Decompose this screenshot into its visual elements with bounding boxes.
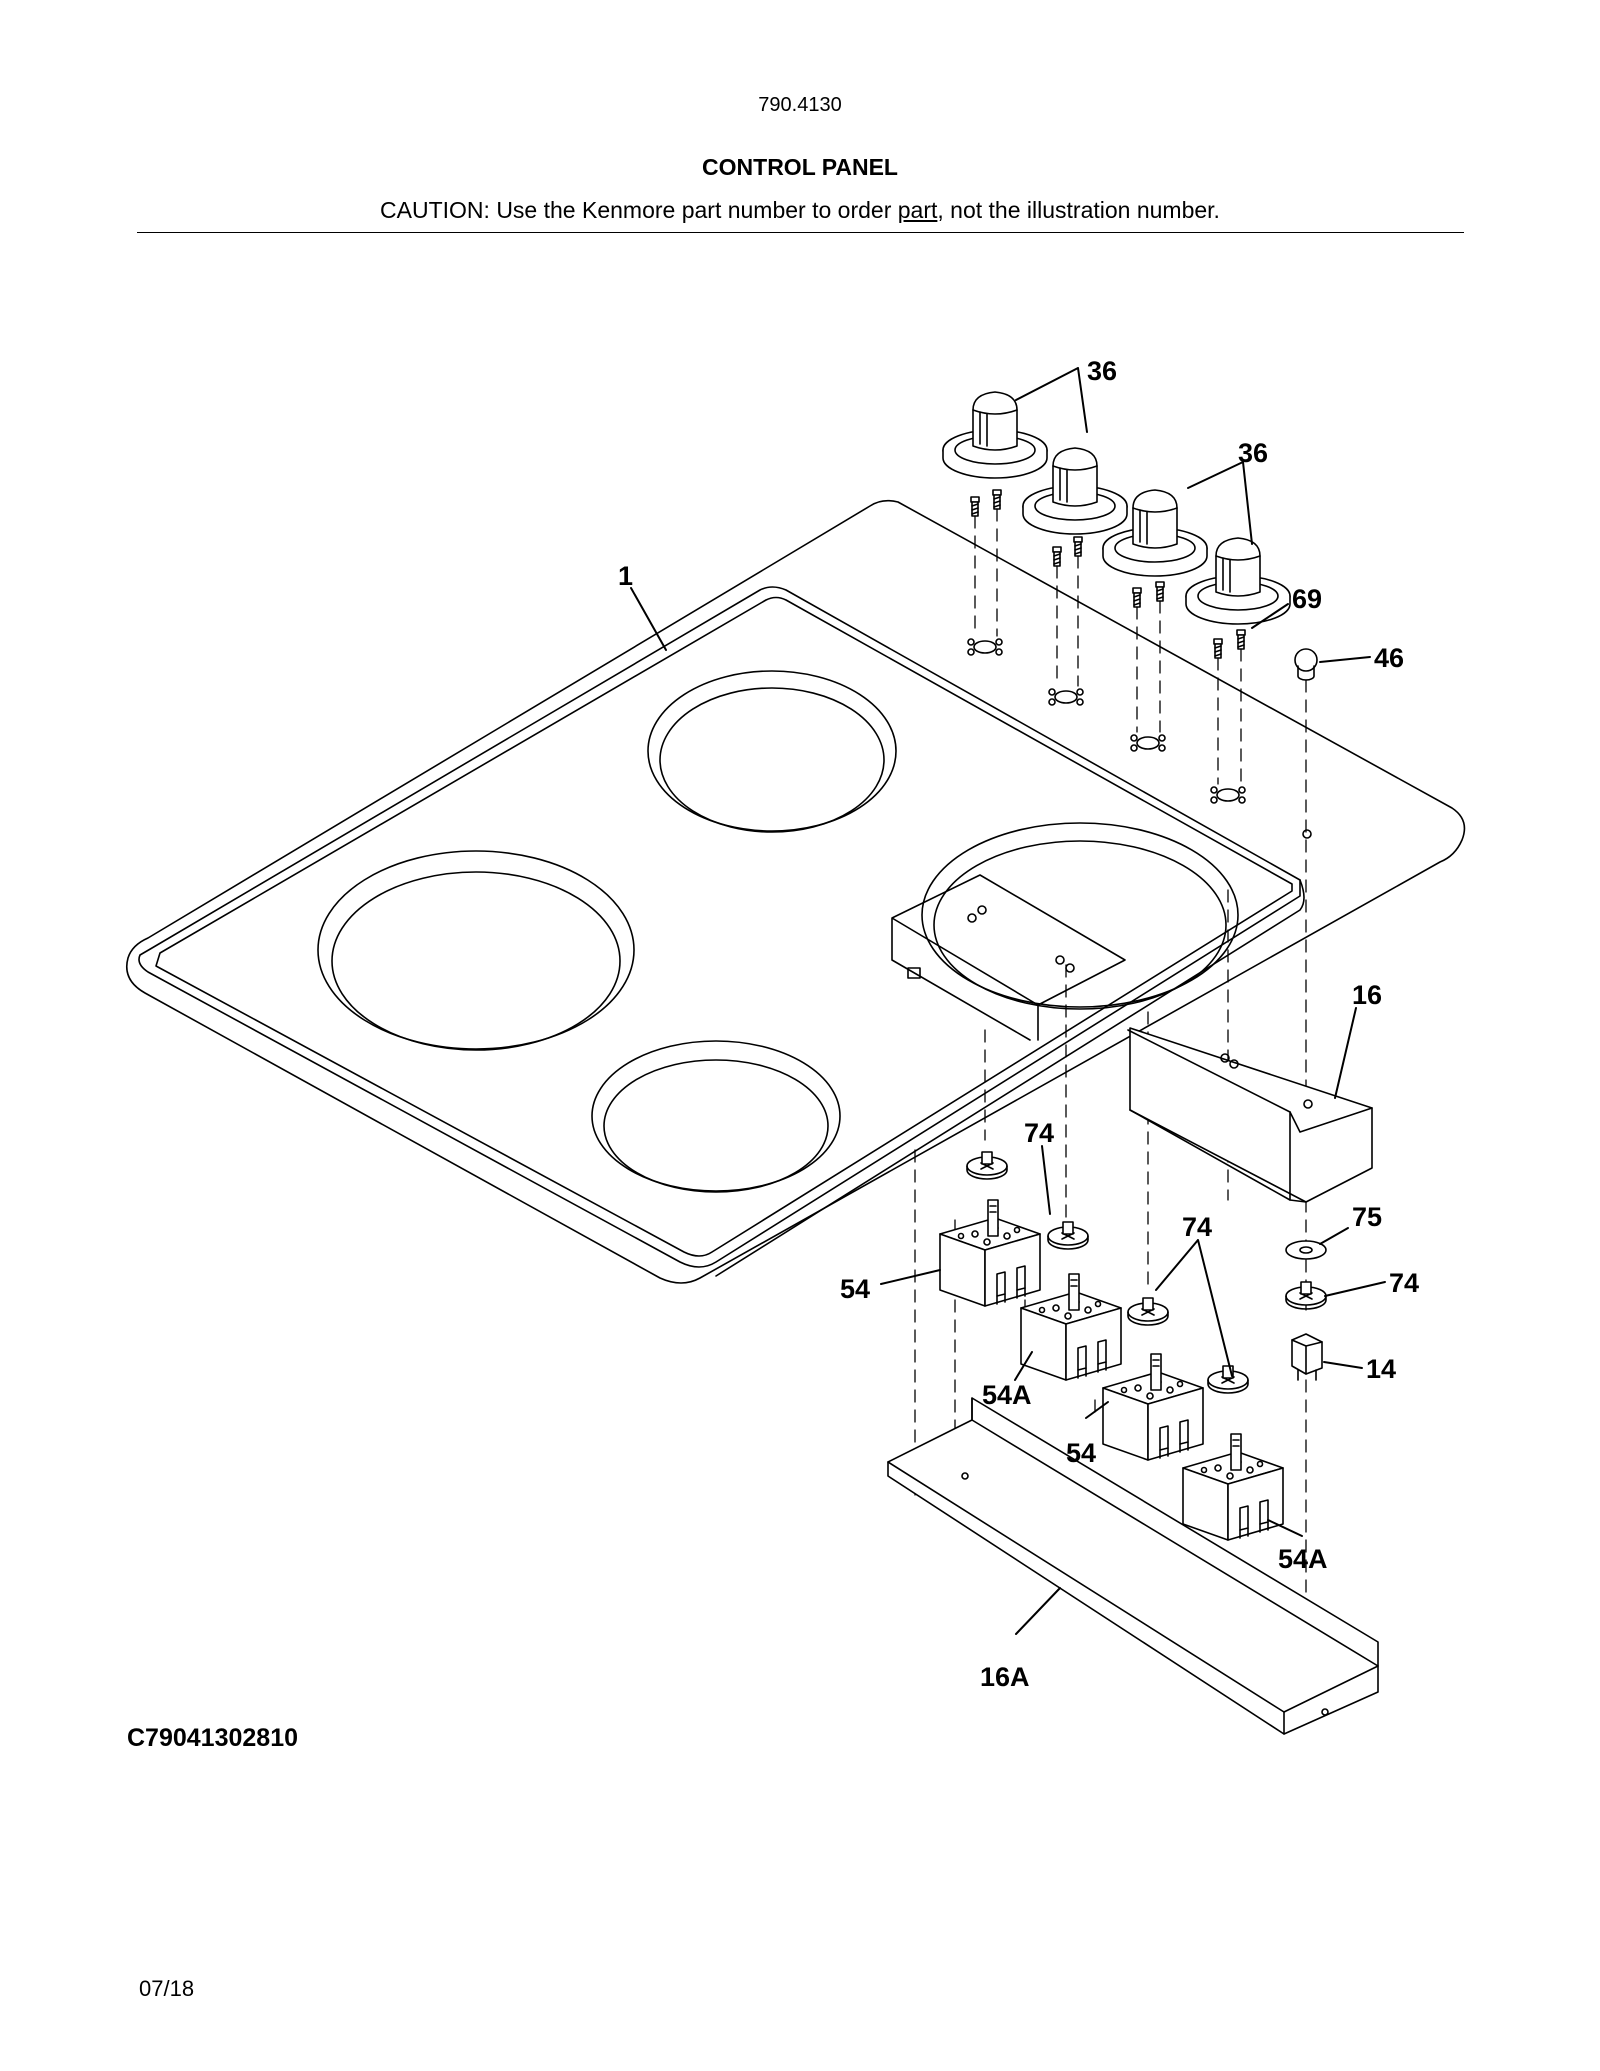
callout-bracket-lower: 16A [980,1662,1030,1692]
callout-panel: 1 [618,561,633,591]
callout-clip-mid: 74 [1182,1212,1212,1242]
callout-labels: 36 36 1 69 46 16 74 75 74 74 54 14 54A 5… [618,356,1419,1692]
callout-switch-2: 54A [982,1380,1032,1410]
leader-lines [630,367,1386,1635]
callout-indicator: 14 [1366,1354,1396,1384]
callout-clip-top: 74 [1024,1118,1054,1148]
callout-clip-right: 74 [1389,1268,1419,1298]
caution-part-word: part [897,197,938,223]
spring-clips [966,1151,1327,1394]
callout-knob-right: 36 [1238,438,1268,468]
lower-bracket [887,1397,1379,1735]
page-title: CONTROL PANEL [702,154,898,180]
callout-screw: 69 [1292,584,1322,614]
control-panel-top [126,499,1466,1284]
caution-text: CAUTION: Use the Kenmore part number to … [380,197,898,223]
callout-plug: 46 [1374,643,1404,673]
callout-knob-top: 36 [1087,356,1117,386]
switch-bracket [1127,1027,1373,1203]
callout-washer: 75 [1352,1202,1382,1232]
model-number: 790.4130 [758,94,842,116]
caution-note: CAUTION: Use the Kenmore part number to … [0,197,1600,224]
callout-switch-4: 54A [1278,1544,1328,1574]
callout-switch-3: 54 [1066,1438,1096,1468]
revision-date: 07/18 [139,1976,195,2001]
callout-switch-1: 54 [840,1274,870,1304]
callout-bracket: 16 [1352,980,1382,1010]
diagram-code: C79041302810 [127,1724,298,1752]
burner-openings [317,670,1312,1193]
header-rule [137,232,1464,233]
caution-text-end: , not the illustration number. [937,197,1220,223]
